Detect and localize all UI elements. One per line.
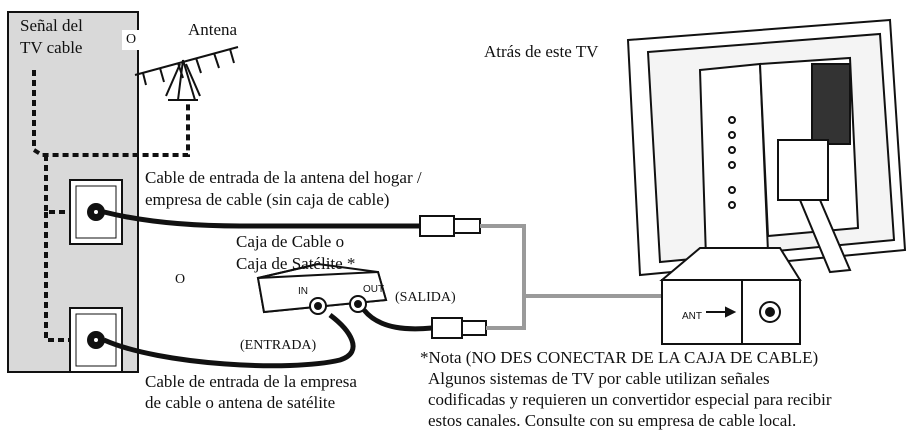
company-cable-label-line2: de cable o antena de satélite — [145, 393, 336, 412]
home-antenna-cable-label-line1: Cable de entrada de la antena del hogar … — [145, 168, 422, 187]
note-line1: Algunos sistemas de TV por cable utiliza… — [428, 369, 770, 388]
wall-outlet-bottom — [69, 307, 123, 373]
signal-paths — [32, 70, 190, 342]
connection-arrow — [480, 224, 672, 330]
ant-port-label: ANT — [682, 311, 702, 322]
or-label-top: O — [122, 30, 141, 50]
tv-back-illustration — [626, 18, 907, 277]
behind-tv-label: Atrás de este TV — [484, 42, 599, 61]
cable-out — [362, 308, 487, 339]
cable-box — [256, 262, 388, 315]
home-antenna-cable-label-line2: empresa de cable (sin caja de cable) — [145, 190, 390, 209]
in-port-label: IN — [298, 286, 308, 297]
antenna-label: Antena — [188, 20, 238, 39]
antenna-icon — [134, 46, 239, 101]
cable-bottom — [102, 313, 356, 369]
entrada-label: (ENTRADA) — [240, 338, 317, 353]
or-label-mid: O — [175, 272, 186, 287]
cable-top — [103, 209, 481, 237]
ant-panel — [659, 247, 802, 345]
company-cable-label-line1: Cable de entrada de la empresa — [145, 372, 357, 391]
box-title-line1: Caja de Cable o — [236, 232, 345, 251]
cable-signal-label-line2: TV cable — [20, 38, 83, 57]
cable-signal-label-line1: Señal del — [20, 16, 83, 35]
out-port-label: OUT — [363, 284, 385, 295]
box-title-line2: Caja de Satélite * — [236, 254, 356, 273]
note-line3: estos canales. Consulte con su empresa d… — [428, 411, 797, 430]
note-line2: codificadas y requieren un convertidor e… — [428, 390, 832, 409]
salida-label: (SALIDA) — [395, 290, 456, 305]
note-title: *Nota (NO DES CONECTAR DE LA CAJA DE CAB… — [420, 348, 819, 367]
